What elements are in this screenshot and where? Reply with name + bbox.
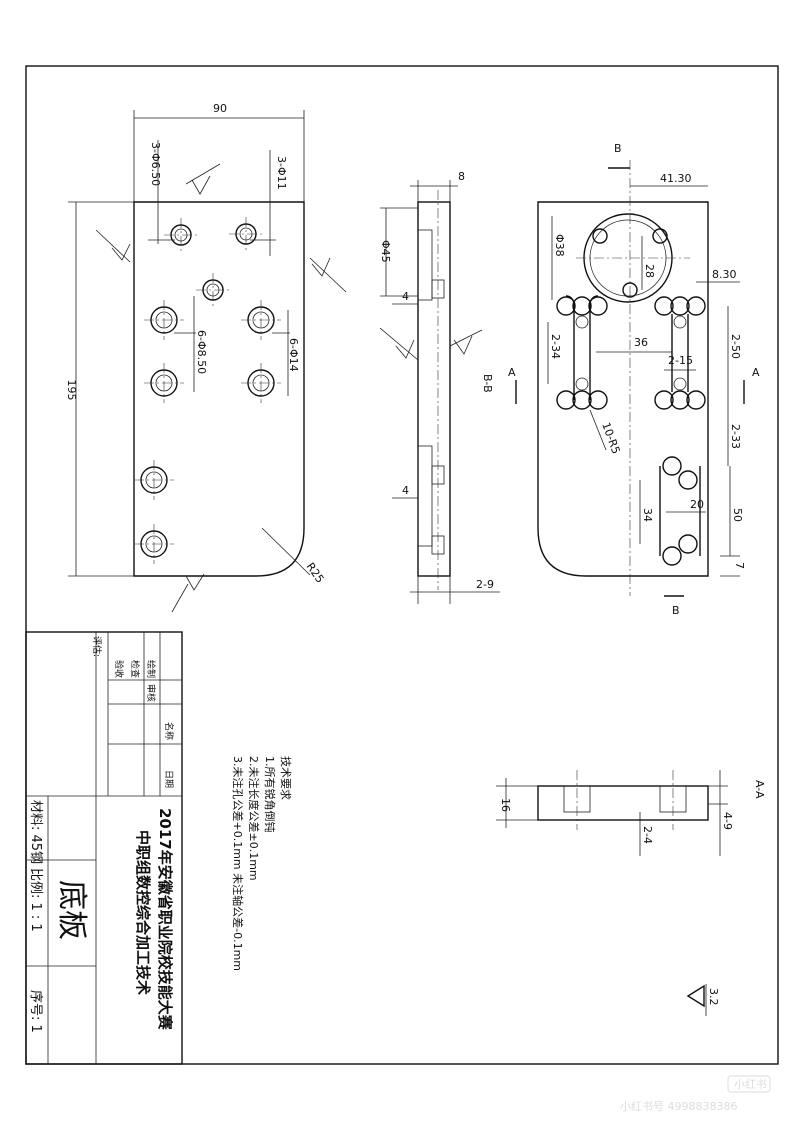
- technical-notes: 技术要求 1.所有锐角倒钝 2.未注长度公差±0.1mm 3.未注孔公差+0.1…: [231, 756, 292, 971]
- label-name: 名称: [163, 722, 175, 740]
- hole-medium-6: [134, 524, 174, 564]
- cut-label-b-top: B: [614, 142, 622, 155]
- dim-thickness: 8: [458, 170, 465, 183]
- hole-medium-1: [144, 300, 184, 340]
- dim-aa-depth-a: 4-9: [721, 812, 734, 830]
- label-verify: 验收: [113, 660, 125, 678]
- callout-hole-group-a: 6-Φ8.50: [195, 330, 208, 374]
- label-date: 日期: [163, 770, 174, 788]
- dim-lower-height: 50: [731, 508, 744, 522]
- hole-medium-2: [241, 300, 281, 340]
- label-check: 检查: [129, 660, 141, 678]
- dim-aa-depth-b: 2-4: [641, 826, 654, 844]
- dim-right-slot-length: 2-50: [729, 334, 742, 359]
- section-label-bb: B-B: [481, 374, 494, 393]
- material: 材料: 45钢: [28, 800, 43, 864]
- dim-height: 195: [65, 380, 78, 401]
- surface-mark-6: [449, 329, 483, 355]
- cut-label-a-right: A: [752, 366, 760, 379]
- label-comment: 评估:: [91, 636, 103, 657]
- section-bb: 8 Φ45 4 4 2-9 B-B: [379, 170, 500, 604]
- callout-hole-medium: 3-Φ11: [275, 156, 288, 190]
- surface-finish-symbol: 3.2: [686, 984, 720, 1016]
- right-view-outline: [537, 201, 709, 577]
- notes-line2: 2.未注长度公差±0.1mm: [247, 756, 261, 881]
- label-draw: 绘制: [145, 660, 157, 678]
- notes-heading: 技术要求: [279, 756, 292, 800]
- hole-medium-4: [241, 363, 281, 403]
- notes-line3: 3.未注孔公差+0.1mm 未注轴公差-0.1mm: [231, 756, 245, 971]
- watermark: 小红书 小红书号 4998838386: [620, 1075, 771, 1113]
- scale: 比例: 1 : 1: [28, 868, 43, 932]
- surface-mark-4: [171, 573, 205, 613]
- dim-width: 90: [213, 102, 227, 115]
- surface-finish-value: 3.2: [707, 988, 720, 1006]
- surface-mark-5: [379, 327, 419, 361]
- surface-mark-2: [95, 229, 131, 263]
- label-approve: 审核: [145, 684, 157, 702]
- dim-lower-slot-length: 34: [641, 508, 654, 522]
- dim-bore: Φ45: [379, 240, 392, 263]
- surface-mark-1: [185, 163, 221, 195]
- part-name: 底板: [54, 880, 89, 940]
- plate-outline: [133, 201, 305, 577]
- dim-slot-spacing: 2-33: [729, 424, 742, 449]
- cut-label-a-left: A: [508, 366, 516, 379]
- hole-medium-5: [134, 460, 174, 500]
- watermark-logo: 小红书: [734, 1078, 767, 1091]
- right-view: B B A A 41.30 Φ38 28 8.30 36 2-15 2-34 2…: [508, 142, 760, 617]
- plan-view: 90 195 3-Φ6.50 3-Φ11 6-Φ8.50 6-Φ14 R25: [65, 102, 347, 613]
- notes-line1: 1.所有锐角倒钝: [263, 756, 277, 833]
- hole-medium-3: [144, 363, 184, 403]
- dim-bottom-margin: 7: [733, 562, 746, 569]
- dim-slot-width: 2-15: [668, 354, 693, 367]
- dim-slot-depth: 2-9: [476, 578, 494, 591]
- title-line2: 中职组数控综合加工技术: [134, 830, 152, 995]
- dim-bore-diameter: Φ38: [553, 234, 566, 257]
- watermark-id: 小红书号 4998838386: [620, 1100, 737, 1113]
- dim-offset: 41.30: [660, 172, 692, 185]
- title-block: 评估: 绘制 检查 验收 审核 名称 日期 2017年安徽省职业院校技能大赛 中…: [25, 631, 183, 1065]
- dim-lower-width: 20: [690, 498, 704, 511]
- callout-hole-group-b: 6-Φ14: [287, 338, 300, 372]
- surface-mark-3: [309, 257, 347, 293]
- drawing-frame: [25, 65, 779, 1065]
- dim-corner-radius: R25: [304, 560, 327, 585]
- hole-small-3: [196, 273, 230, 307]
- hole-small-2: [229, 217, 263, 251]
- dim-pitch: 36: [634, 336, 648, 349]
- hole-small-1: [164, 218, 198, 252]
- dim-aa-thickness: 16: [499, 798, 512, 812]
- serial: 序号: 1: [28, 990, 43, 1033]
- dim-slot-offset: 8.30: [712, 268, 737, 281]
- dim-step-top: 4: [402, 290, 409, 303]
- dim-step-bottom: 4: [402, 484, 409, 497]
- cut-label-b-bottom: B: [672, 604, 680, 617]
- dim-left-slot-length: 2-34: [549, 334, 562, 359]
- dim-slot-radius: 10-R5: [599, 421, 622, 456]
- title-line1: 2017年安徽省职业院校技能大赛: [156, 808, 174, 1031]
- section-label-aa: A-A: [753, 780, 766, 799]
- callout-hole-small: 3-Φ6.50: [149, 142, 162, 186]
- dim-hole-spacing: 28: [643, 264, 656, 278]
- section-aa: 16 4-9 2-4 A-A: [496, 770, 766, 856]
